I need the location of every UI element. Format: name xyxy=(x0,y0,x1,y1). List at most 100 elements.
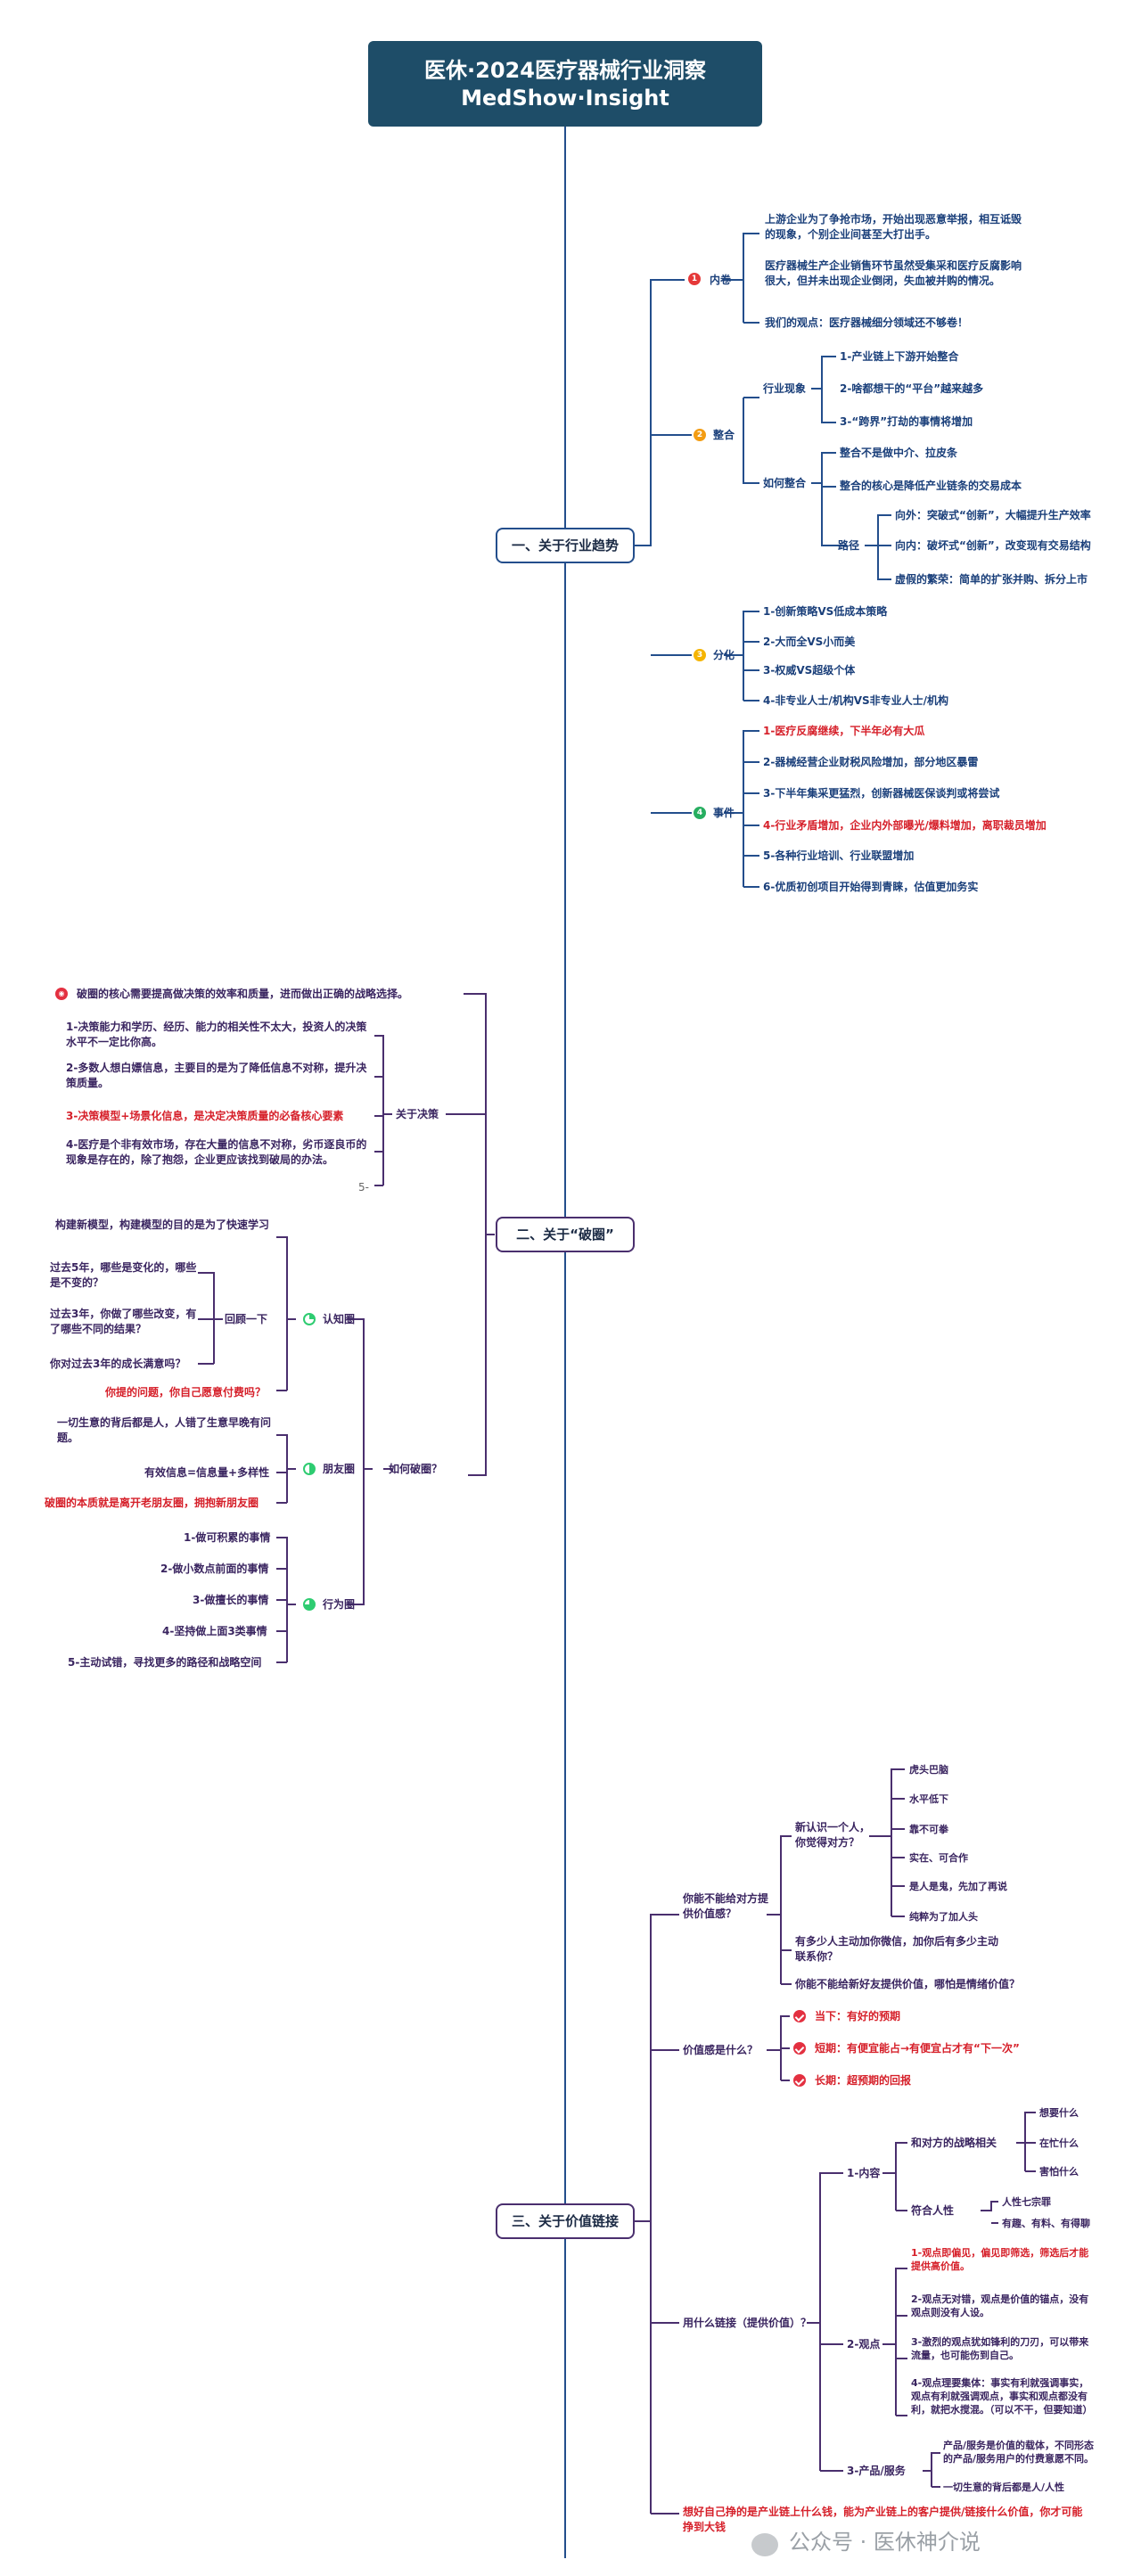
ruhe-item-1: 整合不是做中介、拉皮条 xyxy=(840,447,958,459)
node-lujing[interactable]: 路径 xyxy=(838,539,860,552)
pengyou-item-1: 一切生意的背后都是人，人错了生意早晚有问题。 xyxy=(57,1416,272,1444)
xianxiang-item-1: 1-产业链上下游开始整合 xyxy=(840,350,959,363)
badge-3-icon: 3 xyxy=(694,649,706,661)
xinrenshi-item-2: 水平低下 xyxy=(909,1793,948,1805)
pie-three-quarter-icon xyxy=(303,1598,316,1611)
jiazhi-item-1: 当下：有好的预期 xyxy=(815,2010,901,2022)
lujing-item-3: 虚假的繁荣：简单的扩张并购、拆分上市 xyxy=(895,573,1088,586)
xingwei-item-2: 2-做小数点前面的事情 xyxy=(160,1563,269,1575)
guandian-item-4: 4-观点理要集体：事实有利就强调事实，观点有利就强调观点，事实和观点都没有利，就… xyxy=(911,2377,1093,2416)
node-fenhua[interactable]: 分化 xyxy=(713,649,735,661)
check-icon-2 xyxy=(793,2042,806,2055)
xianxiang-item-2: 2-啥都想干的“平台”越来越多 xyxy=(840,382,984,395)
title-line2: MedShow·Insight xyxy=(461,86,669,111)
node-huigu[interactable]: 回顾一下 xyxy=(225,1313,268,1325)
zhanlue-item-1: 想要什么 xyxy=(1039,2107,1079,2119)
fenhua-item-1: 1-创新策略VS低成本策略 xyxy=(763,605,888,618)
jiazhi-item-2: 短期：有便宜能占→有便宜占才有“下一次” xyxy=(815,2042,1020,2055)
neijuan-item-1: 上游企业为了争抢市场，开始出现恶意举报，相互诋毁的现象，个别企业间甚至大打出手。 xyxy=(765,213,1022,241)
badge-1-icon: 1 xyxy=(688,273,701,285)
node-shijian[interactable]: 事件 xyxy=(713,807,735,819)
node-renzhi-quan[interactable]: 认知圈 xyxy=(323,1313,356,1325)
huigu-item-1: 过去5年，哪些是变化的，哪些是不变的？ xyxy=(50,1261,197,1289)
node-xingwei-quan[interactable]: 行为圈 xyxy=(323,1598,356,1611)
xinrenshi-item-1: 虎头巴脑 xyxy=(909,1764,948,1776)
map-title: 医休·2024医疗器械行业洞察 MedShow·Insight xyxy=(368,41,762,127)
xinrenshi-item-3: 靠不可拳 xyxy=(909,1824,948,1835)
neijuan-item-2: 医疗器械生产企业销售环节虽然受集采和医疗反腐影响很大，但并未出现企业倒闭，失血被… xyxy=(765,259,1022,287)
node-ruhe-pocuan[interactable]: 如何破圈？ xyxy=(389,1463,443,1475)
juece-item-1: 1-决策能力和学历、经历、能力的相关性不太大，投资人的决策水平不一定比你高。 xyxy=(66,1021,367,1048)
juece-item-3: 3-决策模型+场景化信息，是决定决策质量的必备核心要素 xyxy=(66,1110,344,1122)
jiazhigan-item-1: 有多少人主动加你微信，加你后有多少主动联系你？ xyxy=(795,1935,999,1963)
node-chanpin-fuwu[interactable]: 3-产品/服务 xyxy=(847,2465,906,2477)
xinrenshi-item-6: 纯粹为了加人头 xyxy=(909,1911,978,1923)
badge-2-icon: 2 xyxy=(694,429,706,441)
node-guanyu-juece[interactable]: 关于决策 xyxy=(396,1108,439,1120)
renzhi-model: 构建新模型，构建模型的目的是为了快速学习 xyxy=(55,1218,270,1231)
section-3-node[interactable]: 三、关于价值链接 xyxy=(496,2203,635,2239)
node-lianjie[interactable]: 用什么链接（提供价值）？ xyxy=(683,2317,812,2329)
check-icon-1 xyxy=(793,2010,806,2022)
title-line1: 医休·2024医疗器械行业洞察 xyxy=(424,58,706,83)
node-xin-renshi[interactable]: 新认识一个人，你觉得对方？ xyxy=(795,1821,871,1849)
node-neirong[interactable]: 1-内容 xyxy=(847,2167,881,2179)
node-guandian[interactable]: 2-观点 xyxy=(847,2338,881,2350)
target-icon: ◉ xyxy=(55,988,68,1000)
node-hangye-xianxiang[interactable]: 行业现象 xyxy=(763,382,807,395)
node-zhenghe[interactable]: 整合 xyxy=(713,429,735,441)
pengyou-item-3: 破圈的本质就是离开老朋友圈，拥抱新朋友圈 xyxy=(45,1497,259,1509)
xingwei-item-5: 5-主动试错，寻找更多的路径和战略空间 xyxy=(68,1656,262,1669)
lujing-item-1: 向外：突破式“创新”，大幅提升生产效率 xyxy=(895,509,1091,521)
fenhua-item-2: 2-大而全VS小而美 xyxy=(763,636,856,648)
lujing-item-2: 向内：破坏式“创新”，改变现有交易结构 xyxy=(895,539,1091,552)
fenhua-item-4: 4-非专业人士/机构VS非专业人士/机构 xyxy=(763,694,949,707)
xinrenshi-item-5: 是人是鬼，先加了再说 xyxy=(909,1881,1007,1892)
node-fuhe-renxing[interactable]: 符合人性 xyxy=(911,2204,955,2217)
juece-item-4: 4-医疗是个非有效市场，存在大量的信息不对称，劣币逐良币的现象是存在的，除了抱怨… xyxy=(66,1138,367,1166)
jiazhigan-item-2: 你能不能给新好友提供价值，哪怕是情绪价值？ xyxy=(795,1978,1021,1990)
jiazhi-item-3: 长期：超预期的回报 xyxy=(815,2074,912,2087)
xingwei-item-1: 1-做可积累的事情 xyxy=(184,1531,271,1544)
pengyou-item-2: 有效信息=信息量+多样性 xyxy=(144,1466,270,1479)
guandian-item-2: 2-观点无对错，观点是价值的锚点，没有观点则没有人设。 xyxy=(911,2293,1089,2318)
shijian-item-4: 4-行业矛盾增加，企业内外部曝光/爆料增加，离职裁员增加 xyxy=(763,819,1047,832)
juece-item-2: 2-多数人想白嫖信息，主要目的是为了降低信息不对称，提升决策质量。 xyxy=(66,1062,367,1089)
renxing-qizong: 人性七宗罪 xyxy=(1002,2196,1051,2208)
shijian-item-1: 1-医疗反腐继续，下半年必有大瓜 xyxy=(763,725,925,737)
renzhi-question: 你提的问题，你自己愿意付费吗？ xyxy=(105,1386,267,1399)
renxing-item-1: 有趣、有料、有得聊 xyxy=(1002,2218,1090,2229)
node-jiazhigan-shi[interactable]: 价值感是什么？ xyxy=(683,2044,759,2056)
huigu-item-3: 你对过去3年的成长满意吗？ xyxy=(50,1358,186,1370)
shijian-item-2: 2-器械经营企业财税风险增加，部分地区暴雷 xyxy=(763,756,979,768)
bottom-conclusion: 想好自己挣的是产业链上什么钱，能为产业链上的客户提供/链接什么价值，你才可能挣到… xyxy=(683,2506,1083,2533)
juece-item-5: 5- xyxy=(358,1181,369,1194)
zhanlue-item-2: 在忙什么 xyxy=(1039,2137,1079,2149)
section-2-node[interactable]: 二、关于“破圈” xyxy=(496,1217,635,1252)
pie-half-icon xyxy=(303,1463,316,1475)
check-icon-3 xyxy=(793,2074,806,2087)
wechat-logo-icon xyxy=(751,2533,778,2556)
zhanlue-item-3: 害怕什么 xyxy=(1039,2166,1079,2178)
node-pengyou-quan[interactable]: 朋友圈 xyxy=(323,1463,356,1475)
node-zhanlue-xiangguan[interactable]: 和对方的战略相关 xyxy=(911,2137,997,2149)
section-1-node[interactable]: 一、关于行业趋势 xyxy=(496,528,635,563)
badge-4-icon: 4 xyxy=(694,807,706,819)
xinrenshi-item-4: 实在、可合作 xyxy=(909,1852,968,1864)
huigu-item-2: 过去3年，你做了哪些改变，有了哪些不同的结果？ xyxy=(50,1308,197,1335)
node-ruhe-zhenghe[interactable]: 如何整合 xyxy=(763,477,807,489)
node-jiazhi-gan[interactable]: 你能不能给对方提供价值感？ xyxy=(683,1892,769,1920)
shijian-item-5: 5-各种行业培训、行业联盟增加 xyxy=(763,849,915,862)
shijian-item-6: 6-优质初创项目开始得到青睐，估值更加务实 xyxy=(763,881,979,893)
node-neijuan[interactable]: 内卷 xyxy=(710,274,732,286)
ruhe-item-2: 整合的核心是降低产业链条的交易成本 xyxy=(840,480,1022,492)
fenhua-item-3: 3-权威VS超级个体 xyxy=(763,664,856,677)
xingwei-item-4: 4-坚持做上面3类事情 xyxy=(162,1625,267,1637)
guandian-item-1: 1-观点即偏见，偏见即筛选，筛选后才能提供高价值。 xyxy=(911,2247,1089,2272)
xingwei-item-3: 3-做擅长的事情 xyxy=(193,1594,269,1606)
shijian-item-3: 3-下半年集采更猛烈，创新器械医保谈判或将尝试 xyxy=(763,787,1000,800)
chanpin-item-2: 一切生意的背后都是人/人性 xyxy=(943,2482,1065,2493)
pie-quarter-icon xyxy=(303,1313,316,1325)
pocuan-core-note: 破圈的核心需要提高做决策的效率和质量，进而做出正确的战略选择。 xyxy=(77,988,409,1000)
